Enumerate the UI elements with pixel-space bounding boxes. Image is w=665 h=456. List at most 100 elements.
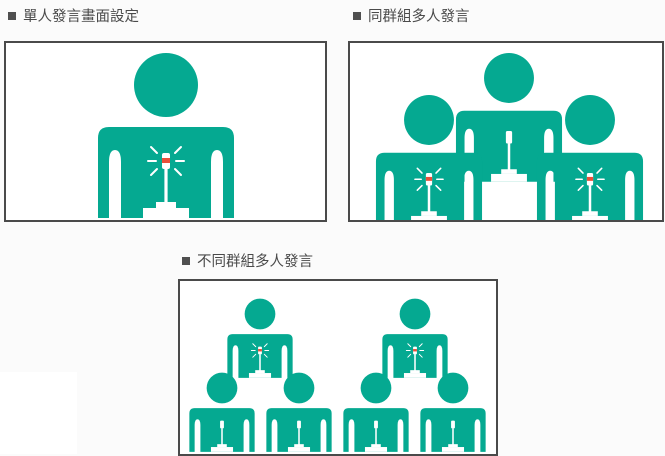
panel-same-group bbox=[348, 41, 664, 222]
mic-base-top bbox=[448, 444, 458, 448]
mic-base bbox=[364, 447, 388, 452]
speaking-signal-icon bbox=[147, 146, 185, 176]
mic-stand bbox=[375, 428, 377, 446]
speaker-figure bbox=[536, 95, 644, 220]
signal-ray bbox=[577, 167, 584, 174]
panel-caption-single: 單人發言畫面設定 bbox=[8, 6, 139, 28]
mic-base bbox=[572, 215, 608, 220]
square-bullet-icon bbox=[8, 12, 16, 20]
signal-ray bbox=[416, 167, 423, 174]
speaking-signal-icon bbox=[405, 343, 425, 358]
mic-stand bbox=[164, 169, 168, 205]
microphone-icon bbox=[403, 346, 427, 378]
signal-ray bbox=[596, 167, 603, 174]
signal-ray bbox=[418, 353, 423, 358]
single-speaker-svg bbox=[98, 53, 234, 218]
microphone-icon bbox=[572, 173, 608, 220]
person-head bbox=[244, 298, 276, 330]
panel-caption-same-group: 同群組多人發言 bbox=[353, 6, 470, 28]
person-head bbox=[399, 298, 431, 330]
mic-base bbox=[248, 373, 272, 378]
signal-ray bbox=[150, 146, 158, 154]
signal-ray bbox=[407, 343, 412, 348]
person-head bbox=[404, 95, 454, 145]
mic-stand bbox=[414, 354, 416, 372]
mic-base-top bbox=[217, 444, 227, 448]
signal-ray bbox=[407, 353, 412, 358]
mic-stand bbox=[298, 428, 300, 446]
mic-base-top bbox=[255, 370, 265, 374]
person-head bbox=[134, 53, 198, 117]
microphone-icon bbox=[441, 420, 465, 452]
mic-active-light bbox=[258, 349, 262, 352]
speaker-figure bbox=[382, 298, 448, 378]
microphone-icon bbox=[210, 420, 234, 452]
blank-area bbox=[0, 372, 77, 454]
speaker-figure bbox=[266, 372, 332, 452]
mic-base-top bbox=[294, 444, 304, 448]
microphone-icon bbox=[248, 346, 272, 378]
caption-text: 單人發言畫面設定 bbox=[23, 9, 139, 25]
panel-caption-different-groups: 不同群組多人發言 bbox=[182, 251, 313, 273]
mic-base bbox=[491, 173, 527, 182]
mic-base bbox=[403, 373, 427, 378]
speaker-figure bbox=[375, 95, 483, 220]
square-bullet-icon bbox=[182, 257, 190, 265]
caption-text: 同群組多人發言 bbox=[368, 9, 470, 25]
mic-base bbox=[143, 208, 189, 218]
signal-ray bbox=[174, 168, 182, 176]
mic-active-light bbox=[162, 158, 170, 163]
mic-head bbox=[374, 420, 378, 429]
signal-ray bbox=[174, 146, 182, 154]
panel-single-speaker bbox=[4, 41, 327, 222]
mic-stand bbox=[452, 428, 454, 446]
person-head bbox=[283, 372, 315, 404]
signal-ray bbox=[596, 184, 603, 191]
signal-ray bbox=[435, 184, 442, 191]
same-group-svg bbox=[375, 53, 644, 220]
speaker-figure bbox=[189, 372, 255, 452]
mic-stand bbox=[588, 185, 592, 214]
person-head bbox=[484, 53, 534, 103]
microphone-icon bbox=[143, 153, 189, 218]
microphone-icon bbox=[491, 131, 527, 182]
mic-head bbox=[220, 420, 224, 429]
mic-active-light bbox=[586, 176, 594, 181]
signal-ray bbox=[263, 353, 268, 358]
panel-different-groups bbox=[178, 279, 498, 456]
square-bullet-icon bbox=[353, 12, 361, 20]
microphone-icon bbox=[287, 420, 311, 452]
signal-ray bbox=[577, 184, 584, 191]
mic-base-top bbox=[371, 444, 381, 448]
mic-base bbox=[210, 447, 234, 452]
mic-stand bbox=[259, 354, 261, 372]
caption-text: 不同群組多人發言 bbox=[197, 254, 313, 270]
signal-ray bbox=[435, 167, 442, 174]
person-head bbox=[206, 372, 238, 404]
microphone-icon bbox=[411, 173, 447, 220]
microphone-icon bbox=[364, 420, 388, 452]
signal-ray bbox=[150, 168, 158, 176]
mic-base bbox=[287, 447, 311, 452]
speaking-signal-icon bbox=[414, 167, 444, 191]
person-head bbox=[360, 372, 392, 404]
mic-stand bbox=[507, 143, 511, 172]
signal-ray bbox=[418, 343, 423, 348]
mic-base bbox=[441, 447, 465, 452]
mic-base-top bbox=[410, 370, 420, 374]
speaker-figure bbox=[227, 298, 293, 378]
signal-ray bbox=[252, 353, 257, 358]
person-head bbox=[437, 372, 469, 404]
mic-stand bbox=[221, 428, 223, 446]
mic-head bbox=[297, 420, 301, 429]
speaker-figure bbox=[343, 372, 409, 452]
signal-ray bbox=[263, 343, 268, 348]
signal-ray bbox=[416, 184, 423, 191]
mic-active-light bbox=[425, 176, 433, 181]
mic-active-light bbox=[413, 349, 417, 352]
signal-ray bbox=[252, 343, 257, 348]
speaker-figure bbox=[455, 53, 563, 182]
mic-base bbox=[411, 215, 447, 220]
speaker-figure bbox=[98, 53, 234, 218]
speaker-figure bbox=[420, 372, 486, 452]
